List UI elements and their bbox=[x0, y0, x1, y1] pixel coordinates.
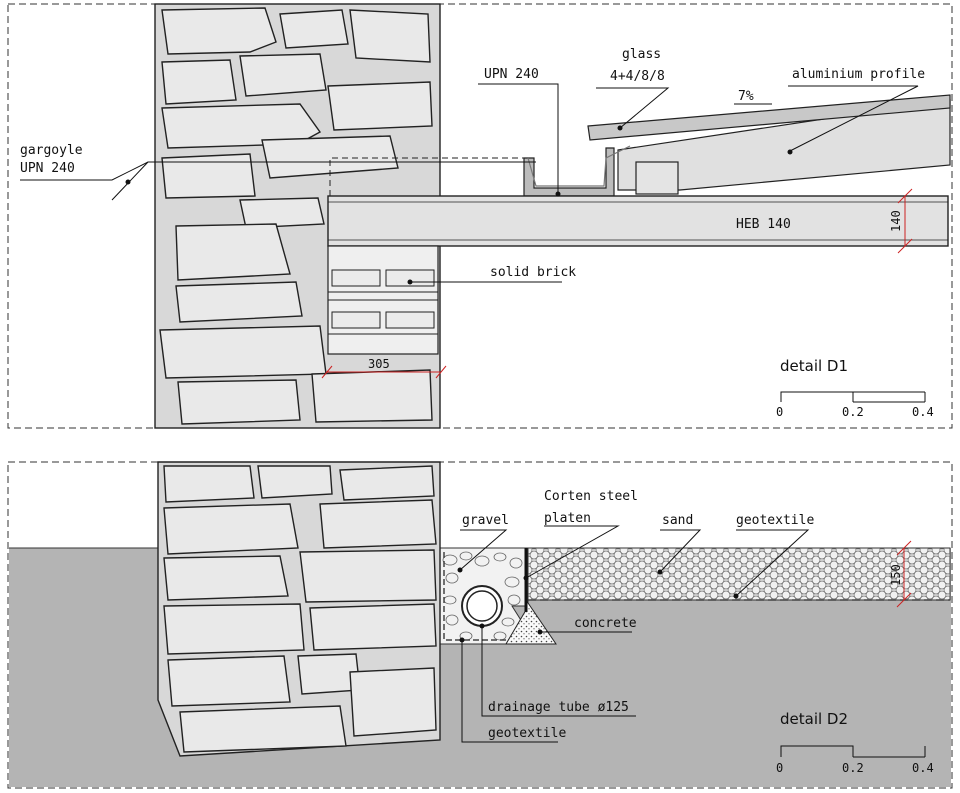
d1-slope-label: 7% bbox=[738, 89, 754, 104]
d1-brick-courses bbox=[328, 269, 438, 335]
d1-heb-beam bbox=[327, 195, 949, 247]
d1-brick-label: solid brick bbox=[490, 265, 576, 280]
d1-support-block bbox=[635, 161, 679, 195]
d2-gravel-label: gravel bbox=[462, 513, 509, 528]
d1-dim-heb-label: 140 bbox=[889, 210, 903, 232]
d2-scale-1: 0.2 bbox=[842, 761, 864, 775]
d2-dim-sand-label: 150 bbox=[889, 564, 903, 586]
detail-d2: Corten steel platen gravel sand geotexti… bbox=[7, 461, 953, 789]
d1-scale-2: 0.4 bbox=[912, 405, 934, 419]
d2-geotextile-wrap bbox=[443, 552, 530, 641]
d1-flashing bbox=[527, 145, 631, 187]
d1-leaders bbox=[20, 83, 919, 285]
d2-frame bbox=[7, 461, 953, 789]
d1-glass-pane bbox=[587, 94, 951, 141]
d1-dim-brick-label: 305 bbox=[368, 357, 390, 371]
d2-dimensions bbox=[896, 540, 912, 608]
d1-title: detail D1 bbox=[780, 357, 848, 375]
d1-gargoyle-label: gargoyle bbox=[20, 143, 83, 158]
d2-corten-label-1: Corten steel bbox=[544, 489, 638, 504]
d1-heb-label: HEB 140 bbox=[736, 217, 791, 232]
d1-scale-1: 0.2 bbox=[842, 405, 864, 419]
d1-glass-spec-label: 4+4/8/8 bbox=[610, 69, 665, 84]
d2-concrete-label: concrete bbox=[574, 616, 637, 631]
d1-upn-channel bbox=[523, 147, 615, 197]
d2-geotextile-top-label: geotextile bbox=[736, 513, 814, 528]
d1-gargoyle-profile-label: UPN 240 bbox=[20, 161, 75, 176]
d1-upn-label: UPN 240 bbox=[484, 67, 539, 82]
d2-scale-0: 0 bbox=[776, 761, 783, 775]
d2-scale-2: 0.4 bbox=[912, 761, 934, 775]
d2-leaders bbox=[457, 525, 810, 743]
d2-concrete-dots bbox=[506, 600, 556, 644]
d2-sand-pattern bbox=[528, 548, 950, 600]
d1-stones bbox=[159, 7, 433, 425]
d1-aluminium-label: aluminium profile bbox=[792, 67, 925, 82]
d2-title: detail D2 bbox=[780, 710, 848, 728]
d2-geotextile-bottom-label: geotextile bbox=[488, 726, 566, 741]
d1-scale-bar bbox=[780, 391, 926, 403]
d1-frame bbox=[7, 3, 953, 429]
d2-drainage-tube-inner bbox=[466, 590, 498, 622]
d2-sand-label: sand bbox=[662, 513, 693, 528]
d1-dimensions bbox=[321, 188, 913, 379]
d1-glass-label: glass bbox=[622, 47, 661, 62]
d1-scale-0: 0 bbox=[776, 405, 783, 419]
d2-corten-label-2: platen bbox=[544, 511, 591, 526]
detail-d1: gargoyle UPN 240 UPN 240 glass 4+4/8/8 a… bbox=[7, 3, 953, 429]
d2-scale-bar bbox=[780, 745, 926, 758]
d2-drain-label: drainage tube ø125 bbox=[488, 700, 629, 715]
d2-stones bbox=[163, 465, 437, 753]
